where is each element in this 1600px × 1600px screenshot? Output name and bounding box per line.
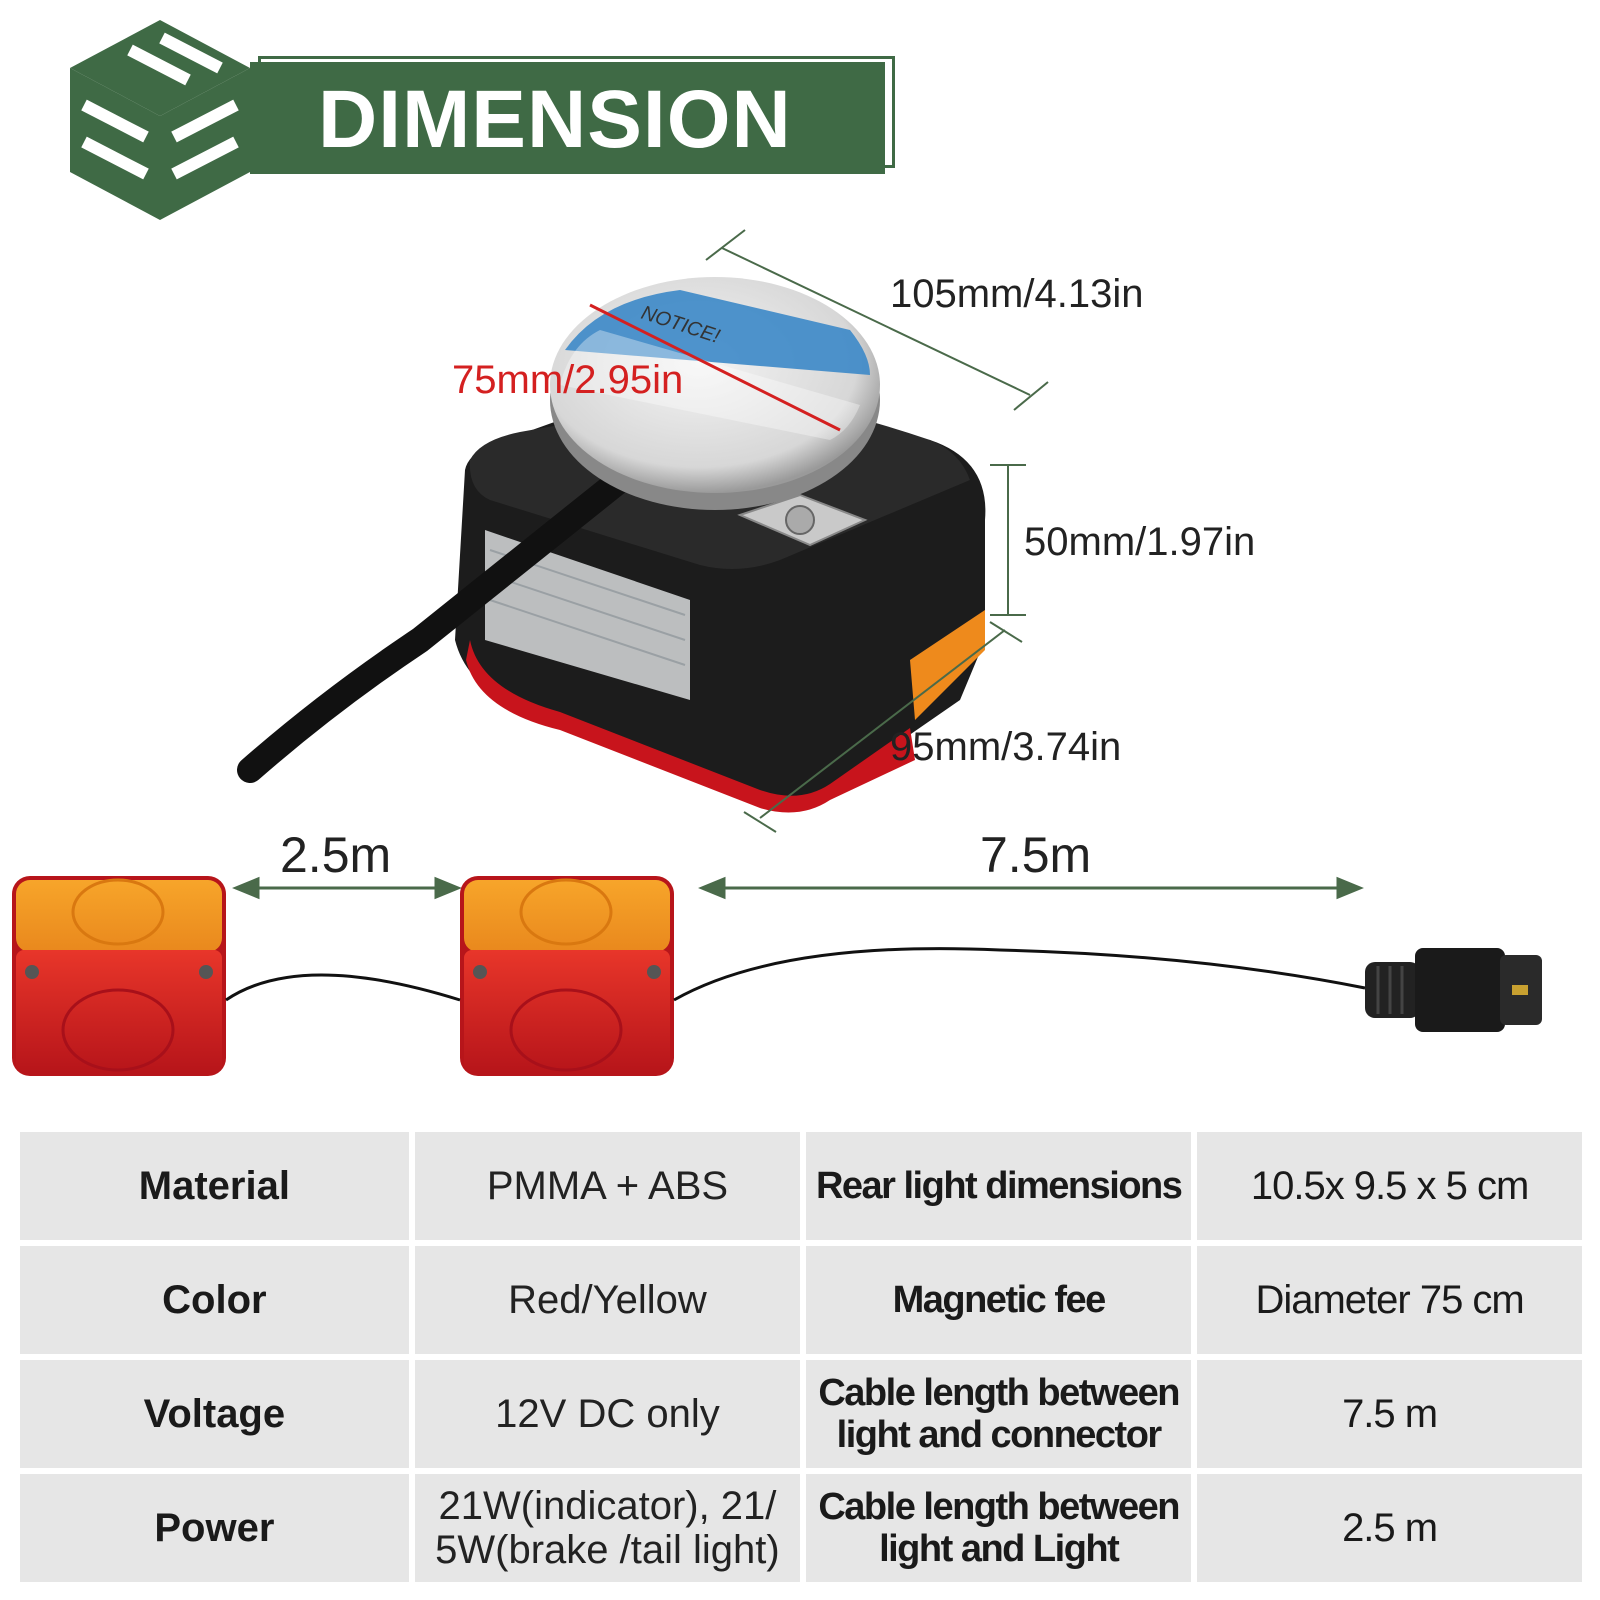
spec-label: Magnetic fee [806, 1246, 1192, 1354]
rear-light-middle [460, 876, 674, 1076]
table-row: Voltage 12V DC only Cable length between… [20, 1360, 1582, 1468]
spec-value: 21W(indicator), 21/ 5W(brake /tail light… [414, 1474, 801, 1582]
spec-value: 2.5 m [1197, 1474, 1582, 1582]
dimension-width-top: 105mm/4.13in [890, 272, 1144, 316]
spec-label: Color [20, 1246, 409, 1354]
page-title: DIMENSION [318, 74, 792, 165]
cable [237, 467, 633, 783]
wire-light-to-light [225, 973, 461, 1002]
spec-value: Diameter 75 cm [1197, 1246, 1582, 1354]
dimension-depth: 95mm/3.74in [890, 725, 1122, 769]
spec-value: 12V DC only [414, 1360, 801, 1468]
rear-light-left [12, 876, 226, 1076]
table-row: Material PMMA + ABS Rear light dimension… [20, 1132, 1582, 1240]
table-row: Power 21W(indicator), 21/ 5W(brake /tail… [20, 1474, 1582, 1582]
cable-length-light-to-connector: 7.5m [980, 827, 1092, 883]
spec-label: Material [20, 1132, 409, 1240]
spec-value: Red/Yellow [414, 1246, 801, 1354]
magnet-disc: NOTICE! [550, 277, 880, 510]
brand-cube-logo [70, 20, 250, 220]
title-banner [250, 62, 885, 174]
spec-value: 7.5 m [1197, 1360, 1582, 1468]
dimension-height: 50mm/1.97in [1024, 520, 1256, 564]
wire-light-to-connector [673, 947, 1366, 1002]
spec-table: Material PMMA + ABS Rear light dimension… [14, 1126, 1588, 1588]
dimension-lines [705, 229, 1049, 833]
spec-value: 10.5x 9.5 x 5 cm [1197, 1132, 1582, 1240]
cable-arrows [232, 876, 1364, 900]
dimension-magnet-diameter: 75mm/2.95in [452, 358, 684, 402]
spec-label: Power [20, 1474, 409, 1582]
spec-label: Voltage [20, 1360, 409, 1468]
diameter-line [589, 303, 841, 432]
table-row: Color Red/Yellow Magnetic fee Diameter 7… [20, 1246, 1582, 1354]
trailer-plug-connector [1365, 948, 1542, 1032]
cable-length-light-to-light: 2.5m [280, 827, 392, 883]
spec-label: Cable length between light and connector [806, 1360, 1192, 1468]
spec-value: PMMA + ABS [414, 1132, 801, 1240]
product-drawing: NOTICE! [12, 229, 1542, 1076]
spec-label: Cable length between light and Light [806, 1474, 1192, 1582]
spec-label: Rear light dimensions [806, 1132, 1192, 1240]
